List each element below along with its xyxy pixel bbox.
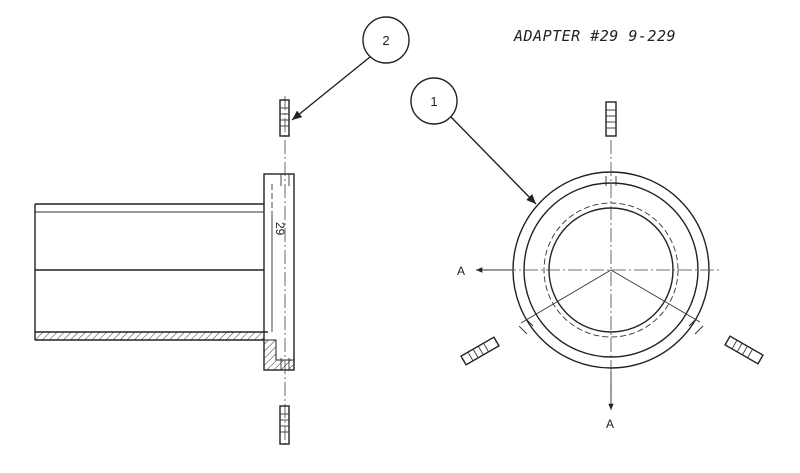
bolt-top <box>279 99 290 137</box>
dimension-label: 29 <box>273 222 287 236</box>
balloon-2: 2 <box>291 16 410 121</box>
tube-section-hatch <box>34 331 265 341</box>
section-marker-left: A <box>457 264 465 278</box>
front-bolt-lower-right <box>724 335 764 365</box>
balloon-1-label: 1 <box>430 94 437 109</box>
drawing-title: ADAPTER #29 9-229 <box>514 27 677 45</box>
flange-section-hatch <box>263 339 295 371</box>
side-view: 29 <box>34 96 295 446</box>
bolt-bottom <box>279 405 290 445</box>
balloon-2-label: 2 <box>382 33 389 48</box>
section-marker-bottom: A <box>606 417 614 431</box>
front-bolt-lower-left <box>460 336 500 366</box>
front-bolt-top <box>605 101 617 137</box>
balloon-1: 1 <box>410 77 537 205</box>
front-view: A A <box>457 101 764 431</box>
